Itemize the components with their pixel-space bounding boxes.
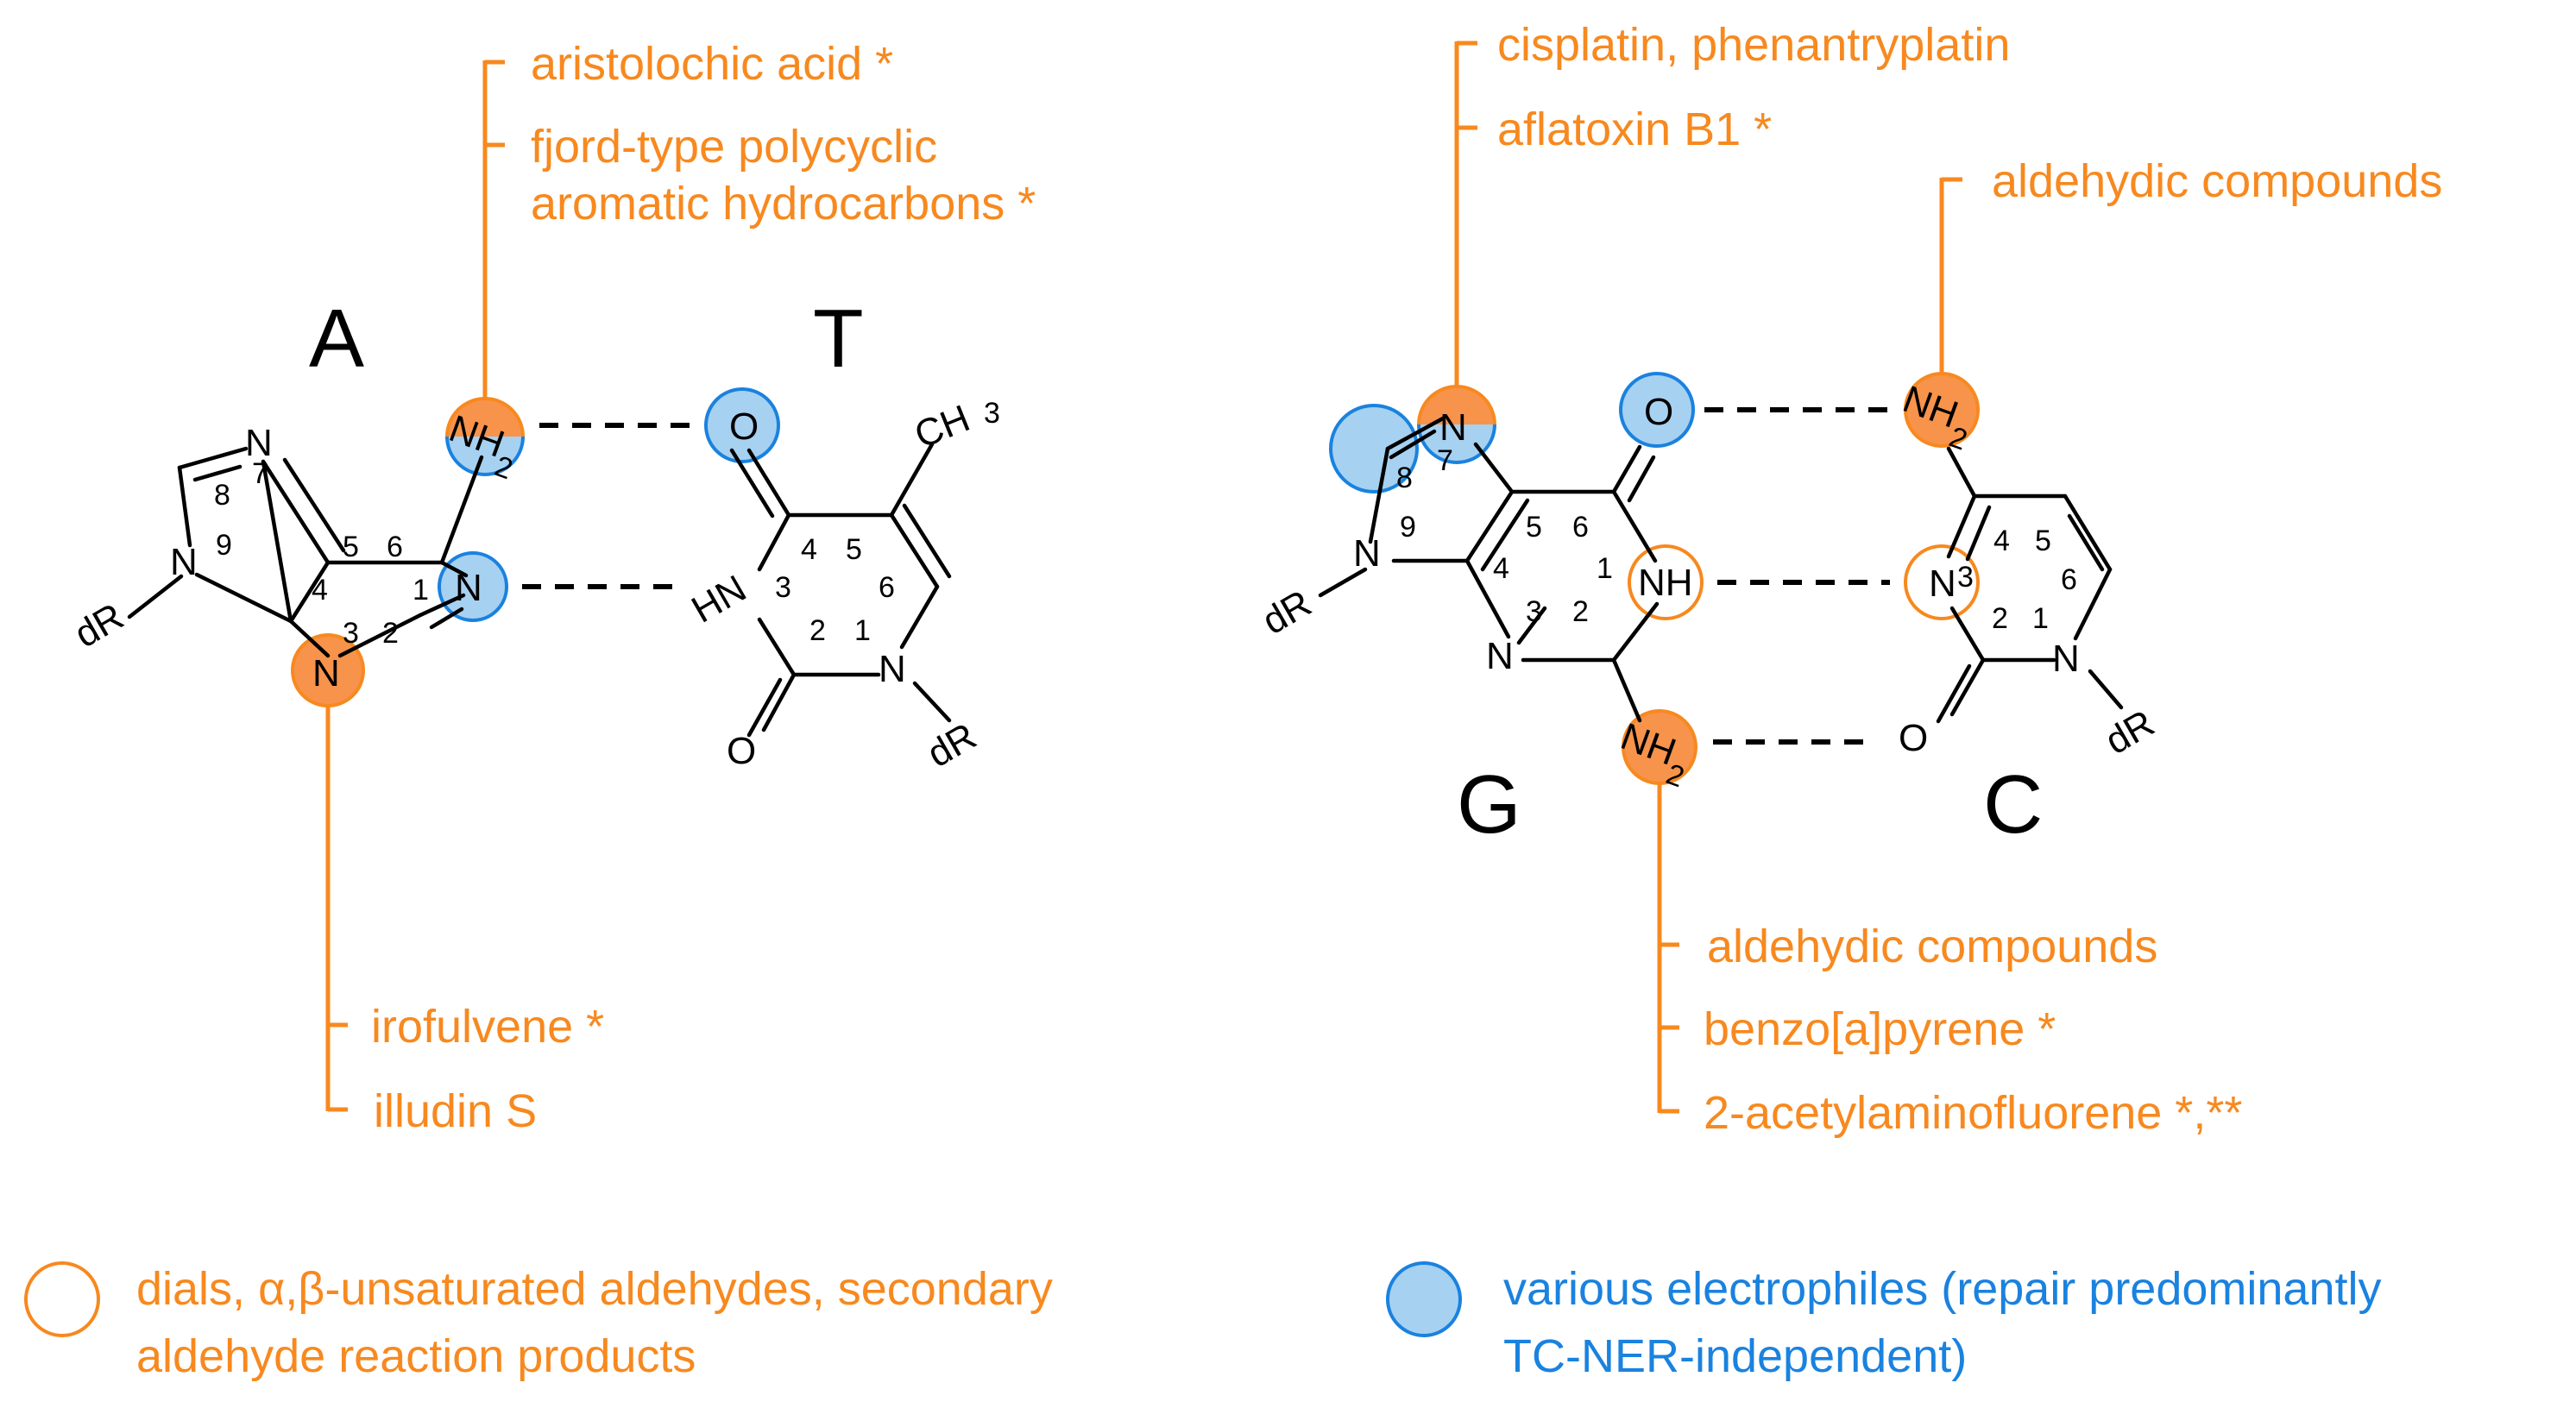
thymine-dR: dR xyxy=(920,715,983,776)
base-label-guanine: G xyxy=(1457,758,1521,851)
annotation-g-aldehydic: aldehydic compounds xyxy=(1707,921,2157,972)
adenine-pos-2: 2 xyxy=(382,617,399,650)
cytosine-n3-marker xyxy=(1904,544,1980,620)
cytosine-bonds xyxy=(1936,446,2124,724)
cytosine-pos-2: 2 xyxy=(1992,602,2008,635)
adenine-bonds xyxy=(127,446,484,658)
annotation-cisplatin: cisplatin, phenantryplatin xyxy=(1497,19,2010,71)
annotation-fjord-pah-line2: aromatic hydrocarbons * xyxy=(531,178,1036,229)
thymine-ch3: CH xyxy=(909,397,975,456)
thymine-pos-1: 1 xyxy=(854,614,871,647)
adenine-pos-9: 9 xyxy=(216,529,232,562)
cytosine-pos-5: 5 xyxy=(2035,525,2051,557)
adenine-pos-3: 3 xyxy=(343,617,359,650)
annotation-benzopyrene: benzo[a]pyrene * xyxy=(1704,1003,2056,1055)
annotation-aristolochic-acid: aristolochic acid * xyxy=(531,38,893,90)
legend-orange-circle xyxy=(24,1261,100,1337)
annotation-irofulvene: irofulvene * xyxy=(371,1001,604,1053)
annotation-c-aldehydic: aldehydic compounds xyxy=(1992,155,2442,207)
cytosine-pos-3: 3 xyxy=(1957,561,1974,594)
annotation-illudin-s: illudin S xyxy=(374,1085,537,1137)
legend-blue-line2: TC-NER-independent) xyxy=(1503,1330,1967,1382)
guanine-pos-4: 4 xyxy=(1493,552,1509,585)
adenine-n3-leader xyxy=(325,706,348,1112)
thymine-bonds xyxy=(729,442,952,738)
adenine-n6-marker xyxy=(445,397,525,476)
thymine-pos-6: 6 xyxy=(879,571,895,604)
thymine-ch3-subscript: 3 xyxy=(984,397,1000,430)
cytosine-n3: N xyxy=(1929,563,1956,605)
base-label-thymine: T xyxy=(813,292,864,385)
guanine-pos-7: 7 xyxy=(1437,444,1453,477)
adenine-n3: N xyxy=(312,652,340,695)
thymine-o4: O xyxy=(729,405,759,448)
cytosine-dR: dR xyxy=(2098,702,2161,764)
legend-blue-line1: various electrophiles (repair predominan… xyxy=(1503,1263,2381,1315)
thymine-pos-5: 5 xyxy=(846,533,862,566)
thymine-o4-marker xyxy=(704,387,780,463)
adenine-pos-5: 5 xyxy=(343,531,359,563)
adenine-n1: N xyxy=(455,567,482,609)
cytosine-n4-leader xyxy=(1939,177,1962,374)
thymine-n1: N xyxy=(879,648,906,690)
cytosine-n1: N xyxy=(2052,638,2080,680)
guanine-o6: O xyxy=(1644,391,1673,433)
adenine-pos-8: 8 xyxy=(214,479,230,512)
adenine-n9: N xyxy=(170,541,198,583)
adenine-dR: dR xyxy=(67,595,130,657)
guanine-c8-marker xyxy=(1329,404,1419,493)
guanine-pos-2: 2 xyxy=(1572,595,1589,628)
legend-orange-line2: aldehyde reaction products xyxy=(136,1330,696,1382)
guanine-bonds xyxy=(1318,416,1660,723)
guanine-n2-leader xyxy=(1657,783,1679,1114)
guanine-dR: dR xyxy=(1256,582,1319,644)
cytosine-o2: O xyxy=(1899,717,1928,759)
guanine-o6-marker xyxy=(1619,372,1695,448)
guanine-pos-3: 3 xyxy=(1526,595,1542,628)
guanine-n7: N xyxy=(1439,406,1467,449)
thymine-pos-4: 4 xyxy=(801,533,817,566)
cytosine-pos-4: 4 xyxy=(1993,525,2010,557)
annotation-fjord-pah-line1: fjord-type polycyclic xyxy=(531,121,937,173)
guanine-n7-marker xyxy=(1417,385,1496,464)
guanine-n7-leader xyxy=(1454,41,1477,387)
thymine-pos-3: 3 xyxy=(775,571,791,604)
adenine-n7: N xyxy=(245,422,273,464)
guanine-n1h: NH xyxy=(1638,562,1693,604)
guanine-n3: N xyxy=(1486,635,1514,677)
guanine-pos-8: 8 xyxy=(1396,462,1413,494)
legend-blue-circle xyxy=(1386,1261,1462,1337)
guanine-pos-9: 9 xyxy=(1400,511,1416,544)
base-label-cytosine: C xyxy=(1983,758,2043,851)
guanine-pos-1: 1 xyxy=(1597,552,1613,585)
guanine-n1-marker xyxy=(1628,544,1704,620)
guanine-n9: N xyxy=(1353,532,1381,575)
guanine-pos-5: 5 xyxy=(1526,511,1542,544)
thymine-o2: O xyxy=(727,730,756,772)
adenine-pos-6: 6 xyxy=(387,531,403,563)
cytosine-pos-1: 1 xyxy=(2032,602,2049,635)
cytosine-pos-6: 6 xyxy=(2061,563,2077,596)
adenine-pos-1: 1 xyxy=(413,574,429,607)
thymine-pos-2: 2 xyxy=(809,614,826,647)
annotation-aaf: 2-acetylaminofluorene *,** xyxy=(1704,1087,2242,1139)
base-label-adenine: A xyxy=(309,292,364,385)
adenine-n6-leader xyxy=(482,60,505,399)
legend-blue: various electrophiles (repair predominan… xyxy=(1386,1261,2381,1382)
adenine-pos-7: 7 xyxy=(252,457,268,490)
annotation-aflatoxin: aflatoxin B1 * xyxy=(1497,104,1772,155)
legend-orange: dials, α,β-unsaturated aldehydes, second… xyxy=(24,1261,1053,1382)
adenine-pos-4: 4 xyxy=(312,574,328,607)
guanine-pos-6: 6 xyxy=(1572,511,1589,544)
legend-orange-line1: dials, α,β-unsaturated aldehydes, second… xyxy=(136,1263,1053,1315)
thymine-hn3: HN xyxy=(684,567,753,631)
